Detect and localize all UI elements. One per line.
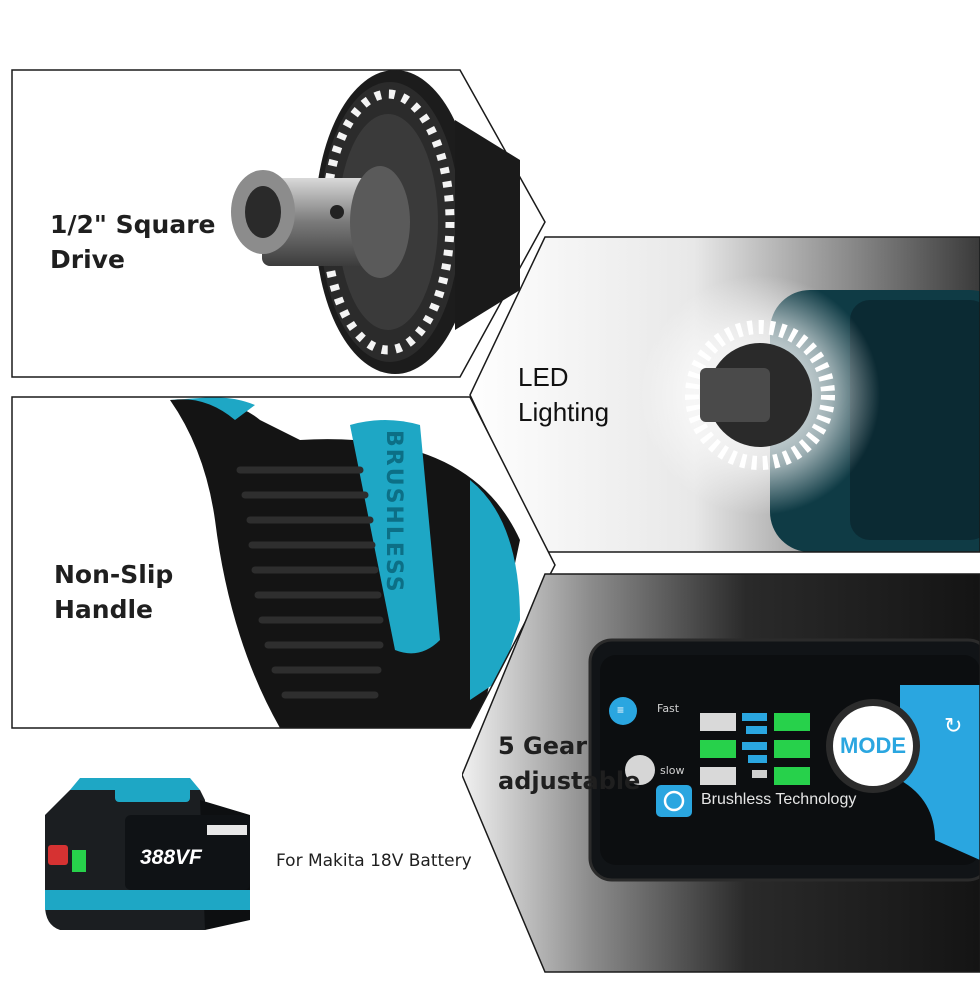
handle-label: Non-Slip Handle (54, 557, 173, 627)
led-label: LED Lighting (518, 360, 609, 430)
fast-speed-icon: ≡ (617, 703, 625, 717)
battery-panel (12, 740, 462, 972)
square-drive-line2: Drive (50, 245, 125, 274)
led-line1: LED (518, 362, 569, 392)
mode-button[interactable]: MODE (840, 733, 906, 758)
battery-model-label: 388VF (140, 846, 202, 869)
handle-line2: Handle (54, 595, 154, 624)
fast-label: Fast (657, 702, 680, 715)
battery-caption: For Makita 18V Battery (276, 851, 472, 871)
handle-panel (12, 397, 555, 728)
gear-label: 5 Gear adjustable (498, 729, 640, 799)
slow-label: slow (660, 764, 685, 777)
gear-panel (462, 574, 980, 972)
square-drive-panel (11, 69, 546, 378)
square-drive-label: 1/2" Square Drive (50, 207, 216, 277)
brushless-tech-label: Brushless Technology (701, 791, 857, 808)
square-drive-line1: 1/2" Square (50, 210, 216, 239)
led-panel (470, 237, 980, 552)
handle-line1: Non-Slip (54, 560, 174, 589)
gear-line2: adjustable (498, 767, 641, 795)
gear-line1: 5 Gear (498, 732, 588, 760)
led-line2: Lighting (518, 397, 610, 427)
brushless-emboss-text: BRUSHLESS (381, 430, 406, 594)
cycle-icon: ↻ (944, 713, 963, 738)
